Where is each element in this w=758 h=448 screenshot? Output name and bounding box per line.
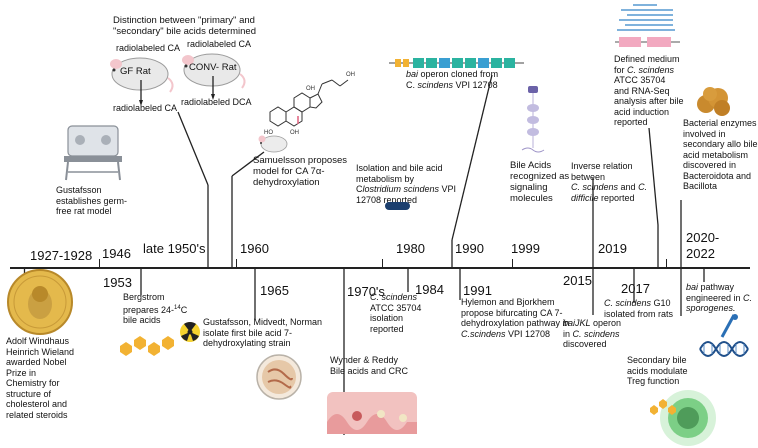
tick-1960 bbox=[236, 259, 238, 269]
year-1970s: 1970's bbox=[347, 284, 385, 299]
petri-dish-icon bbox=[256, 354, 302, 400]
label-radiolabeled-ca-out: radiolabeled CA bbox=[113, 103, 178, 113]
bai-operon-diagram bbox=[389, 58, 524, 68]
arrow-conv-down bbox=[211, 76, 215, 100]
line-late1950s-b bbox=[177, 111, 209, 186]
arrow-gf-down bbox=[139, 80, 143, 106]
year-1984: 1984 bbox=[415, 282, 444, 297]
line-1960-b bbox=[231, 151, 265, 177]
event-bai-operon-cloned: bai operon cloned from C. scindens VPI 1… bbox=[406, 69, 499, 90]
event-inverse-relation: Inverse relation between C. scindens and… bbox=[571, 161, 648, 203]
year-1999: 1999 bbox=[511, 241, 540, 256]
year-2020-2022: 2020- 2022 bbox=[686, 230, 720, 261]
event-gustafsson-1965: Gustafsson, Midvedt, Norman isolate firs… bbox=[203, 317, 323, 348]
year-1946: 1946 bbox=[102, 246, 131, 261]
event-hylemon-bjorkhem: Hylemon and Bjorkhem propose bifurcating… bbox=[461, 297, 570, 339]
label-radiolabeled-dca-out: radiolabeled DCA bbox=[181, 97, 252, 107]
svg-text:OH: OH bbox=[290, 130, 299, 136]
event-baijkl-operon: baiJKL operon in C. scindens discovered bbox=[563, 318, 622, 349]
mouse-icon bbox=[258, 135, 288, 153]
year-1965: 1965 bbox=[260, 283, 289, 298]
event-bai-engineered: bai pathway engineered in C. sporogenes. bbox=[686, 282, 753, 313]
year-2019: 2019 bbox=[598, 241, 627, 256]
event-defined-medium: Defined medium for C. scindens ATCC 3570… bbox=[614, 54, 684, 127]
treg-cell-icon bbox=[650, 390, 716, 446]
event-samuelsson: Samuelsson proposes model for CA 7α- deh… bbox=[253, 155, 347, 188]
tick-1946 bbox=[99, 259, 101, 269]
year-1980: 1980 bbox=[396, 241, 425, 256]
receptor-signaling-icon bbox=[521, 86, 545, 153]
svg-text:OH: OH bbox=[306, 86, 315, 92]
rna-seq-reads-icon bbox=[615, 4, 680, 47]
cholic-acid-structure-icon: HO OH OH OH bbox=[264, 72, 355, 136]
conv-rat-label: CONV- Rat bbox=[189, 62, 237, 73]
tick-1980 bbox=[382, 259, 384, 269]
tick-1999 bbox=[512, 259, 514, 269]
gf-rat-label: GF Rat bbox=[120, 66, 151, 77]
event-bergstrom: Bergstrom prepares 24-14C bile acids bbox=[123, 292, 188, 325]
event-treg: Secondary bile acids modulate Treg funct… bbox=[627, 355, 688, 386]
year-1927-1928: 1927-1928 bbox=[30, 248, 93, 263]
event-scindens-1984: C. scindens ATCC 35704 isolation reporte… bbox=[370, 292, 422, 334]
event-g10-isolated: C. scindens G10 isolated from rats bbox=[604, 298, 674, 319]
bacteria-cluster-icon bbox=[697, 87, 730, 116]
nobel-medal-icon bbox=[7, 269, 73, 335]
dna-engineering-icon bbox=[699, 314, 749, 357]
line-2019-b bbox=[648, 127, 659, 226]
event-germ-free-rat: Gustafsson establishes germ- free rat mo… bbox=[56, 185, 128, 216]
event-nobel: Adolf Windhaus Heinrich Wieland awarded … bbox=[6, 336, 75, 420]
label-radiolabeled-ca-2: radiolabeled CA bbox=[187, 39, 252, 49]
line-1990-b bbox=[451, 74, 493, 241]
intestine-icon bbox=[327, 392, 417, 434]
honeycomb-radiation-icon bbox=[120, 322, 200, 356]
year-late-1950s: late 1950's bbox=[143, 241, 206, 256]
gf-rat-icon bbox=[110, 57, 174, 93]
year-1960: 1960 bbox=[240, 241, 269, 256]
gene-capsule-icon bbox=[385, 202, 410, 210]
isolator-icon bbox=[64, 125, 122, 181]
svg-text:HO: HO bbox=[264, 130, 273, 136]
event-wynder-reddy: Wynder & Reddy Bile acids and CRC bbox=[330, 355, 409, 376]
label-radiolabeled-ca-1: radiolabeled CA bbox=[116, 43, 181, 53]
timeline-axis bbox=[10, 267, 750, 270]
tick-2020 bbox=[666, 259, 668, 269]
event-isolation-1980: Isolation and bile acid metabolism by Cl… bbox=[356, 163, 457, 205]
year-1991: 1991 bbox=[463, 283, 492, 298]
year-2017: 2017 bbox=[621, 281, 650, 296]
conv-rat-icon bbox=[182, 53, 246, 89]
year-2015: 2015 bbox=[563, 273, 592, 288]
event-signaling-molecules: Bile Acids recognized as signaling molec… bbox=[510, 160, 570, 204]
year-1953: 1953 bbox=[103, 275, 132, 290]
svg-text:OH: OH bbox=[346, 72, 355, 78]
year-1990: 1990 bbox=[455, 241, 484, 256]
event-distinction: Distinction between "primary" and "secon… bbox=[113, 15, 256, 37]
event-bacterial-enzymes: Bacterial enzymes involved in secondary … bbox=[683, 118, 758, 191]
